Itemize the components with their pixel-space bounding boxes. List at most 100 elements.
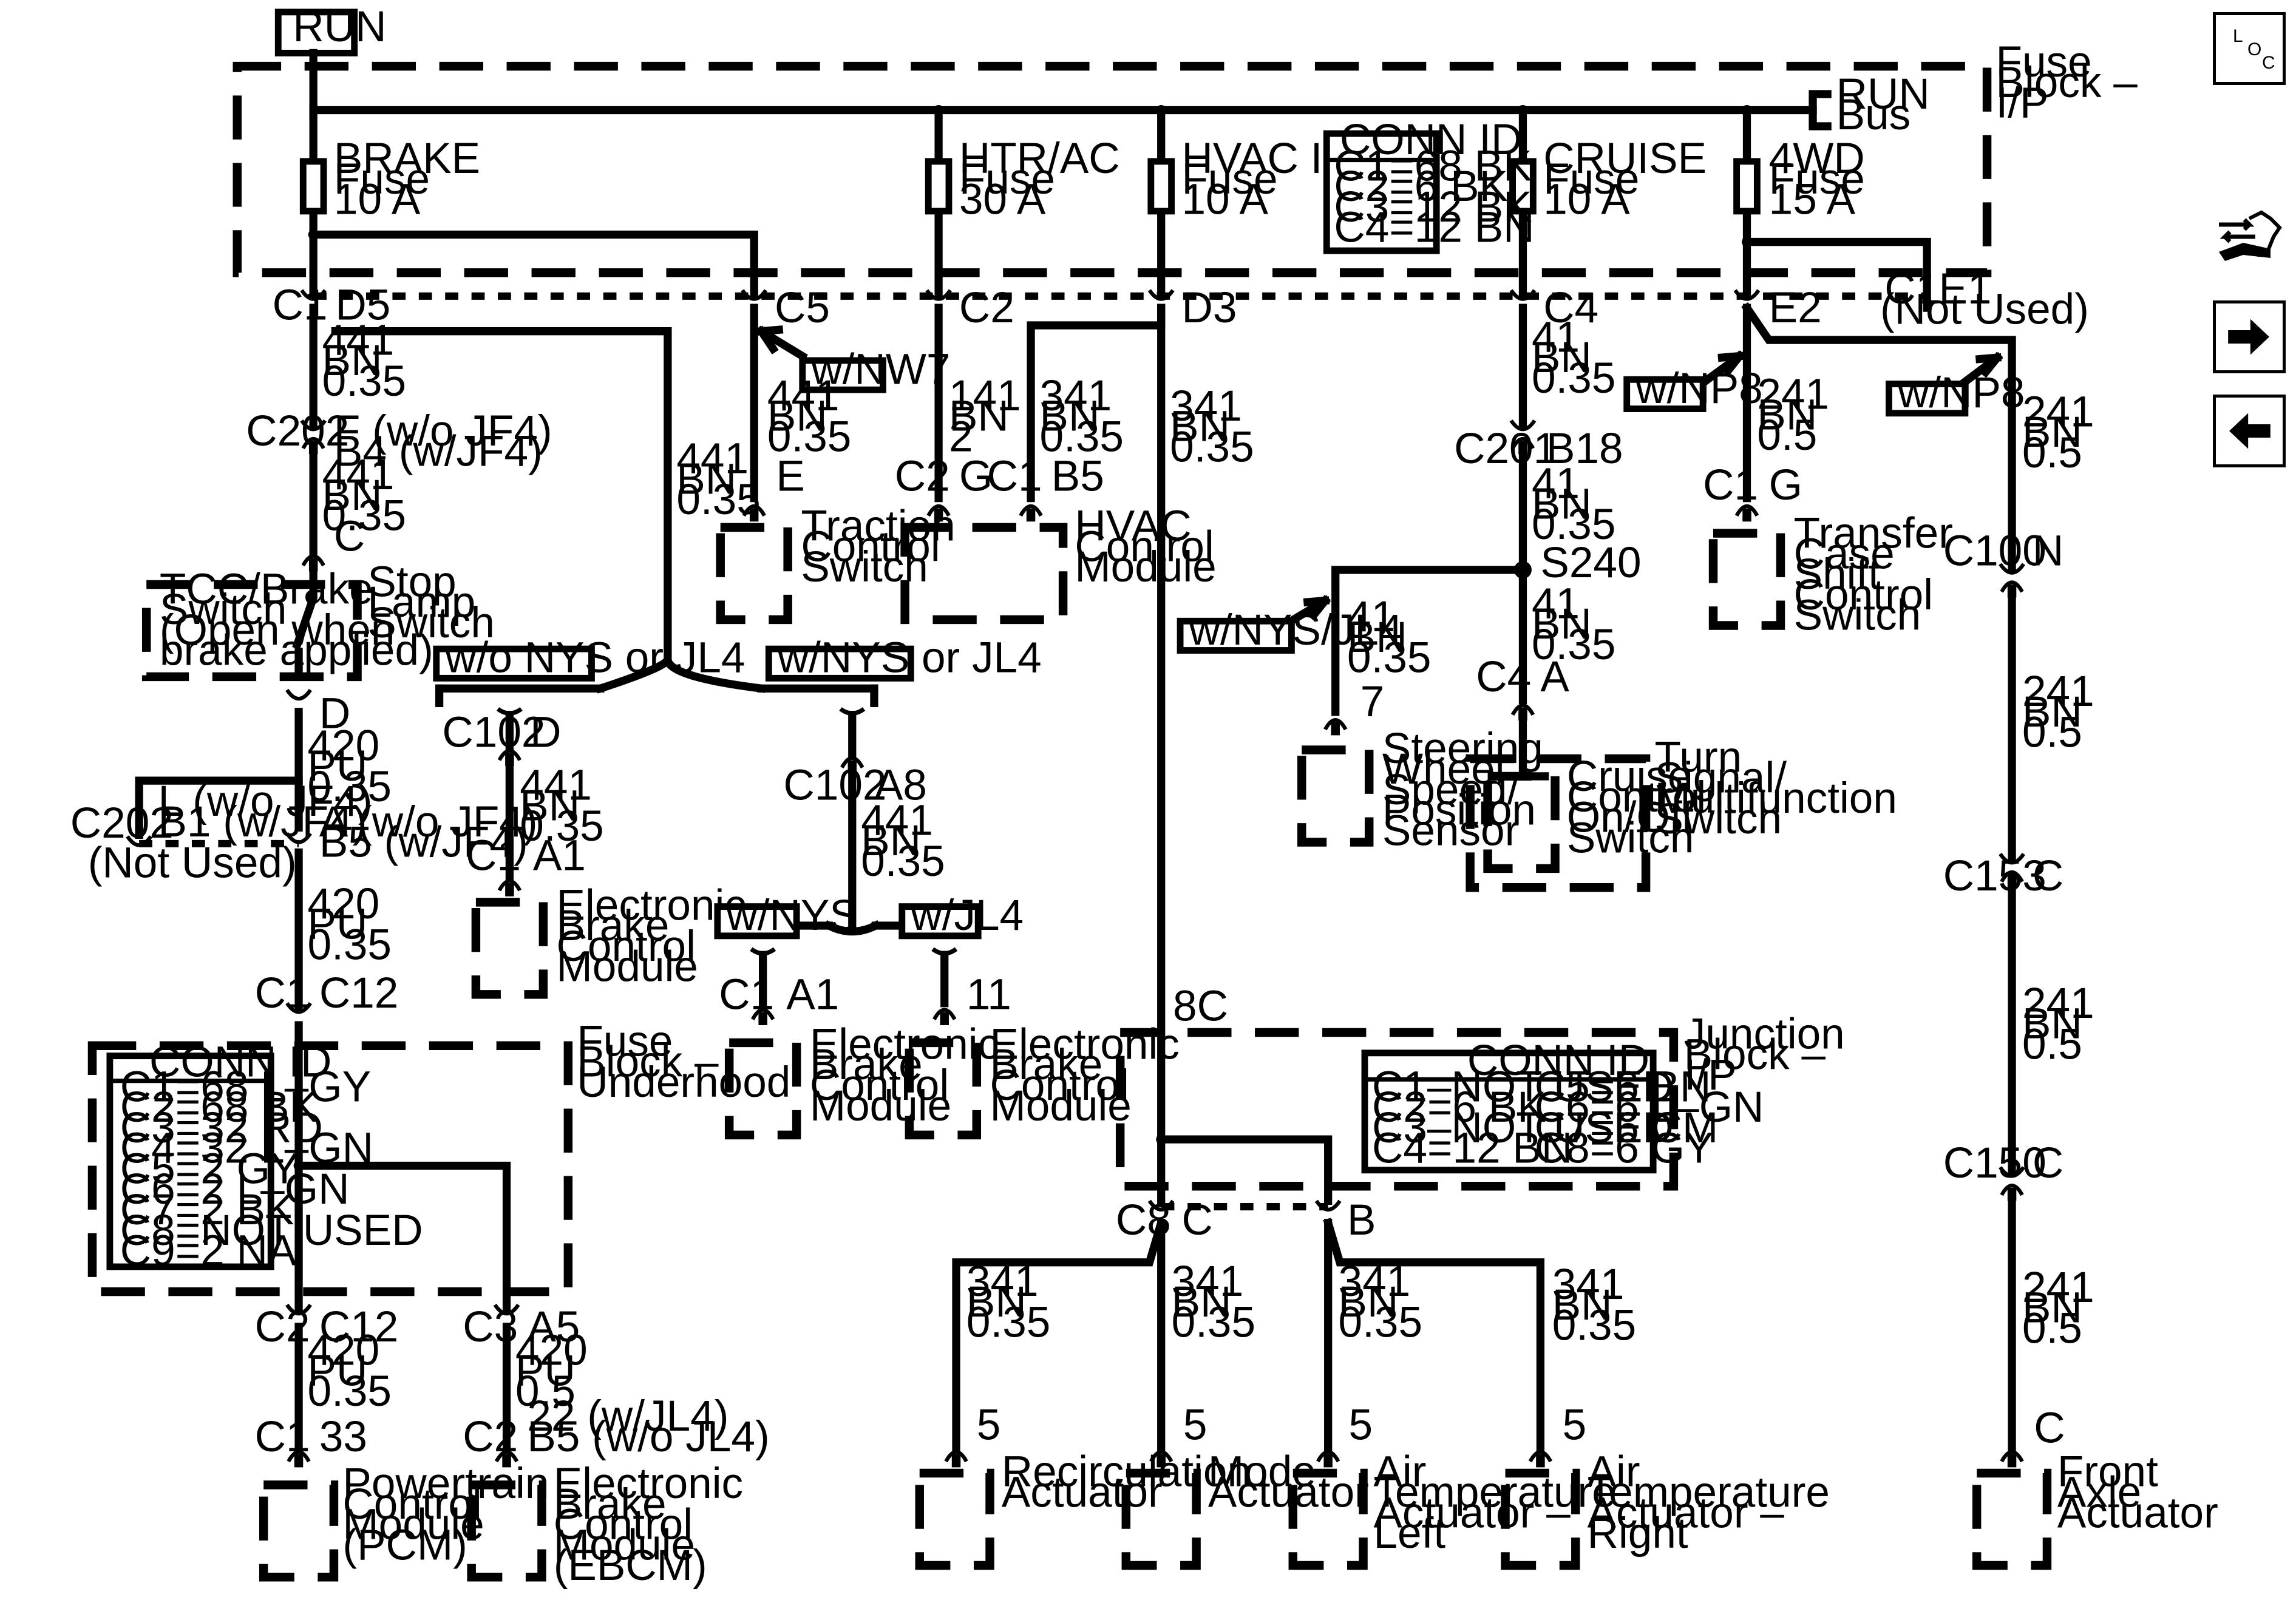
loc-letter-c: C xyxy=(2262,53,2275,73)
svg-text:5: 5 xyxy=(1183,1402,1207,1449)
svg-text:341: 341 xyxy=(1339,1258,1411,1306)
svg-text:(PCM): (PCM) xyxy=(342,1521,467,1569)
svg-text:BN: BN xyxy=(1532,600,1592,648)
stop-lamp-d: D xyxy=(319,690,350,737)
svg-text:Control: Control xyxy=(342,1480,481,1528)
arrow-right-icon[interactable] xyxy=(2213,300,2286,373)
svg-text:C1: C1 xyxy=(1884,265,1940,313)
svg-text:0.5: 0.5 xyxy=(2022,1304,2082,1352)
svg-text:BN: BN xyxy=(1347,614,1407,662)
svg-text:4WD: 4WD xyxy=(1769,135,1865,183)
svg-text:E2: E2 xyxy=(1769,284,1822,332)
mode-actuator-outline xyxy=(1121,1468,1201,1570)
option-wo-nys-jl4 xyxy=(433,645,595,682)
traction-pin-e: E xyxy=(776,453,804,501)
svg-text:441: 441 xyxy=(767,372,840,420)
svg-text:Control: Control xyxy=(1075,523,1214,571)
svg-text:Position: Position xyxy=(1382,787,1536,835)
svg-text:Block –: Block – xyxy=(577,1038,719,1086)
svg-text:241: 241 xyxy=(2022,1264,2094,1312)
conn-id-underhood-box xyxy=(106,1053,274,1270)
svg-text:C2=6 BK: C2=6 BK xyxy=(1372,1083,1546,1131)
svg-text:241: 241 xyxy=(1757,371,1829,419)
jb-8c-label: 8C xyxy=(1173,983,1228,1031)
svg-text:C9=2 NA: C9=2 NA xyxy=(120,1227,297,1275)
svg-text:0.35: 0.35 xyxy=(966,1299,1050,1347)
svg-text:Air: Air xyxy=(1373,1448,1426,1496)
svg-text:Block –: Block – xyxy=(1996,59,2138,107)
actuator-wires xyxy=(952,1218,1545,1454)
svg-text:Front: Front xyxy=(2057,1448,2158,1496)
svg-text:Shift: Shift xyxy=(1794,551,1881,598)
svg-text:Brake: Brake xyxy=(990,1041,1103,1089)
svg-text:HVAC I: HVAC I xyxy=(1181,135,1322,183)
conn-id-jb-box xyxy=(1361,1049,1657,1174)
svg-text:41: 41 xyxy=(1532,460,1580,508)
svg-text:C202: C202 xyxy=(246,407,349,455)
svg-text:C1: C1 xyxy=(1703,461,1758,509)
svg-text:0.35: 0.35 xyxy=(322,358,406,405)
svg-text:w/o NYS or JL4: w/o NYS or JL4 xyxy=(444,634,745,682)
svg-text:Block –: Block – xyxy=(1684,1031,1826,1079)
svg-text:BRAKE: BRAKE xyxy=(334,135,480,183)
svg-text:Cruise: Cruise xyxy=(1567,753,1692,801)
tcc-brake-switch-outline xyxy=(141,580,362,682)
svg-text:C: C xyxy=(2033,852,2063,900)
svg-text:HVAC: HVAC xyxy=(1075,503,1191,551)
tools-icon[interactable] xyxy=(2213,200,2286,273)
svg-text:Module: Module xyxy=(990,1082,1132,1130)
svg-text:Module: Module xyxy=(554,1521,695,1569)
svg-text:10 A: 10 A xyxy=(1181,176,1268,224)
svg-text:CRUISE: CRUISE xyxy=(1543,135,1707,183)
svg-text:441: 441 xyxy=(520,762,592,810)
svg-text:0.35: 0.35 xyxy=(676,476,760,524)
svg-text:BN: BN xyxy=(2022,688,2082,736)
svg-text:C201: C201 xyxy=(1454,425,1557,473)
svg-text:C4: C4 xyxy=(1476,653,1531,701)
svg-text:C1: C1 xyxy=(466,832,521,880)
air-temp-right-outline xyxy=(1501,1468,1580,1570)
svg-text:C6=2 L–GN: C6=2 L–GN xyxy=(120,1165,350,1213)
svg-text:(Open when: (Open when xyxy=(160,606,395,654)
cruise-switch-outline xyxy=(1483,771,1560,873)
loc-button[interactable]: L O C xyxy=(2213,12,2286,85)
svg-text:C2: C2 xyxy=(895,453,950,501)
svg-text:C8=NOT USED: C8=NOT USED xyxy=(120,1207,423,1255)
svg-text:C1: C1 xyxy=(719,971,774,1019)
svg-text:BN: BN xyxy=(1040,393,1100,441)
steering-pin: 7 xyxy=(1360,678,1385,726)
run-bus-wire xyxy=(309,49,1817,115)
svg-text:41: 41 xyxy=(1532,313,1580,361)
svg-text:Fuse: Fuse xyxy=(1769,155,1865,203)
svg-text:BN: BN xyxy=(2022,408,2082,456)
svg-text:Switch: Switch xyxy=(160,586,287,634)
svg-text:0.35: 0.35 xyxy=(767,413,851,461)
np8-arrow-b xyxy=(1956,351,2003,390)
svg-text:BN: BN xyxy=(1339,1278,1399,1326)
4wd-to-e1-wire xyxy=(1742,237,1931,277)
svg-text:420: 420 xyxy=(308,1327,380,1375)
arrow-left-icon[interactable] xyxy=(2213,395,2286,467)
svg-text:5: 5 xyxy=(977,1402,1001,1449)
svg-text:Switch: Switch xyxy=(1655,795,1782,843)
svg-text:PU: PU xyxy=(308,742,368,790)
option-w-nys-jl4 xyxy=(765,645,914,682)
